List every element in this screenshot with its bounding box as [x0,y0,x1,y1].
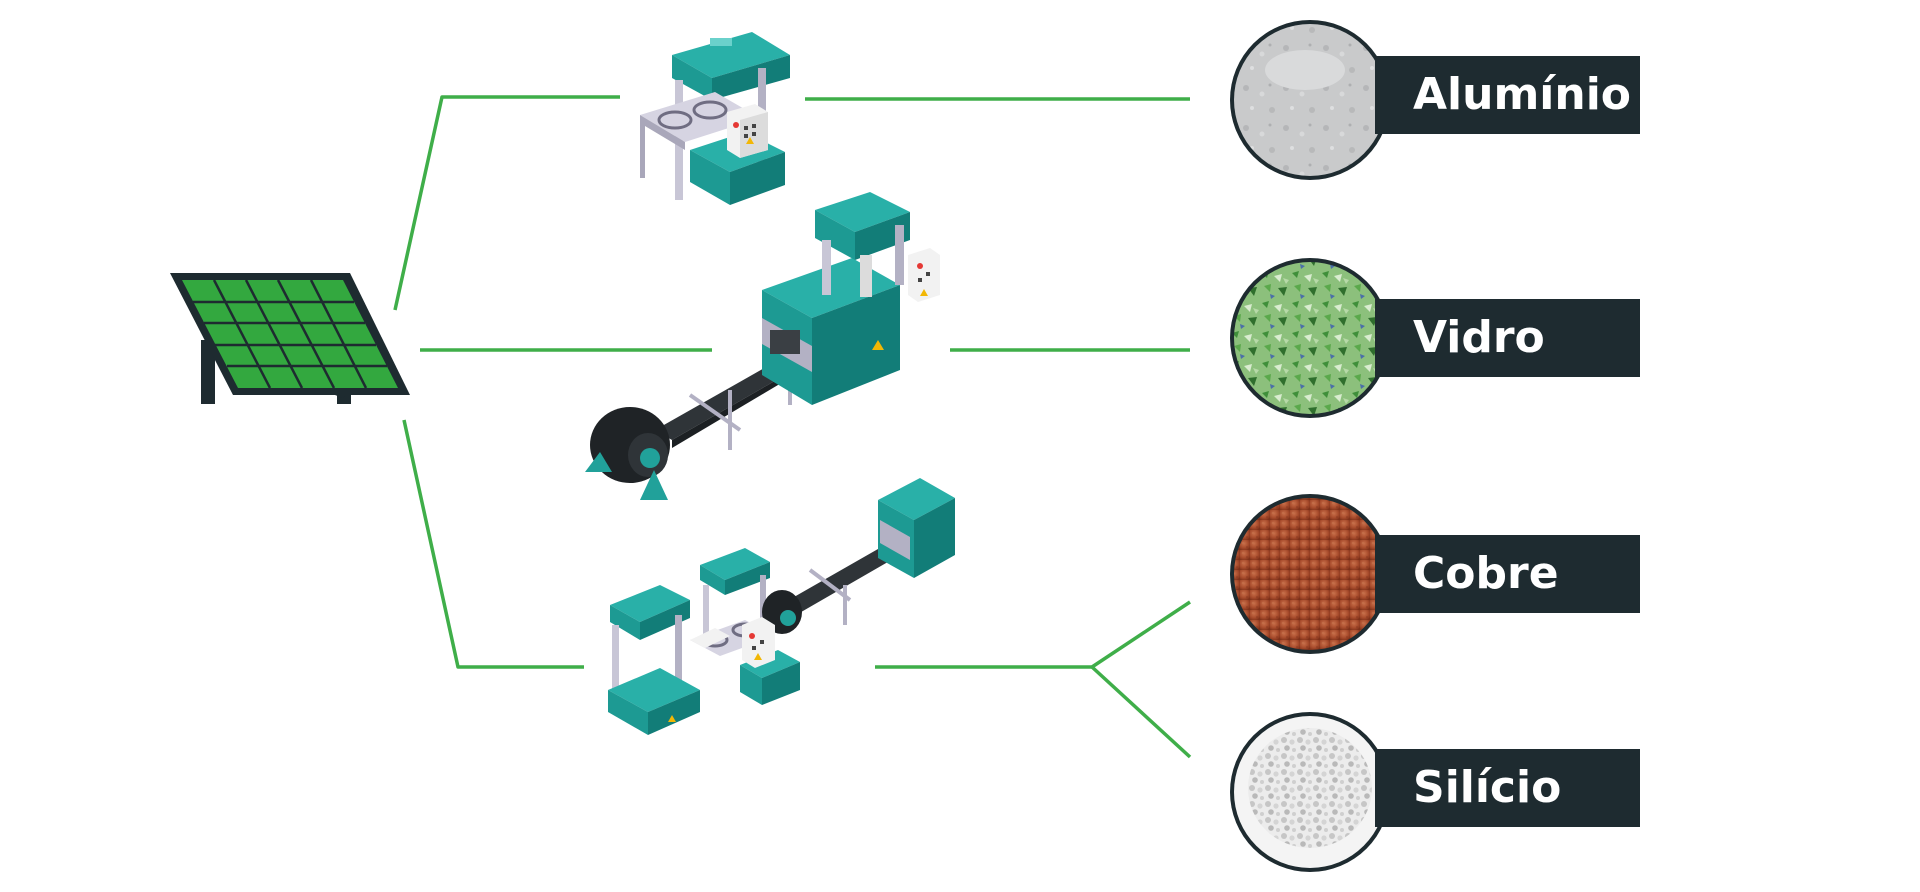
hydraulic-press-icon [640,32,790,205]
press-conveyor-icon [585,192,940,500]
connector-lines [393,95,1192,759]
connector-line-to-silicon [1090,665,1192,759]
material-label-aluminium: Alumínio [1375,56,1640,134]
combined-processing-line-icon [608,478,955,735]
material-aluminium-circle [1230,20,1390,180]
solar-panel-icon [170,273,410,404]
connector-panel-to-line [402,419,584,669]
material-silicon-circle [1230,712,1390,872]
material-glass-circle [1230,258,1390,418]
material-copper-circle [1230,494,1390,654]
connector-panel-to-press [393,95,620,311]
material-label-glass: Vidro [1375,299,1640,377]
material-label-silicon: Silício [1375,749,1640,827]
connector-line-to-copper [875,600,1191,669]
material-label-copper: Cobre [1375,535,1640,613]
